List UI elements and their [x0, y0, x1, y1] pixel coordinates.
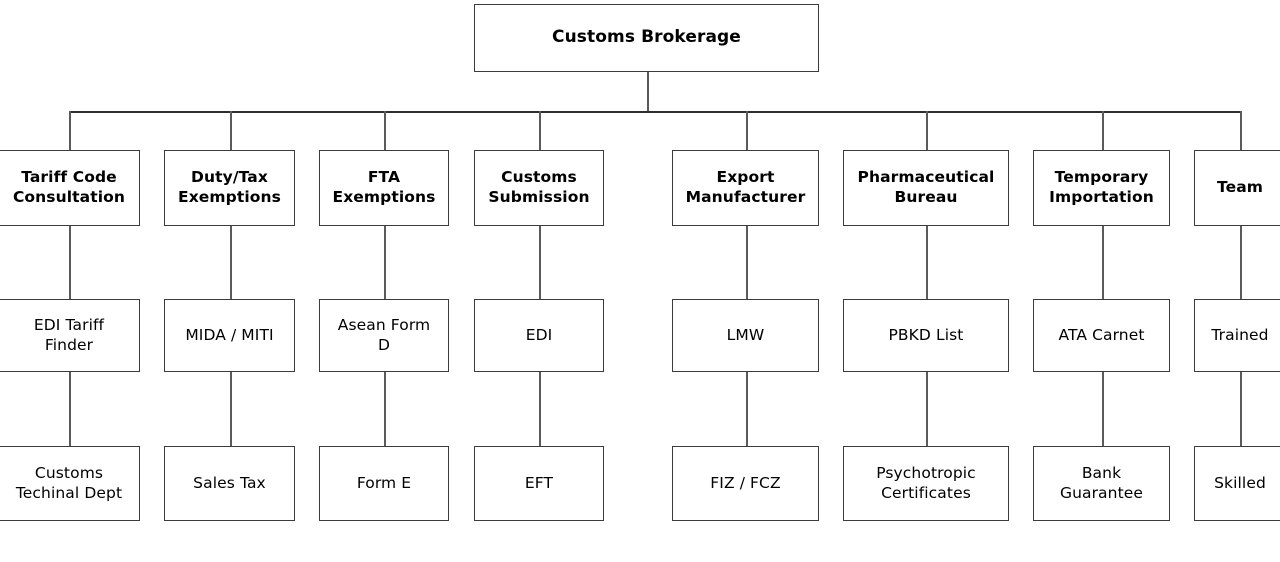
node-edi[interactable]: EDI	[474, 299, 604, 372]
node-eft-label: EFT	[524, 473, 554, 492]
node-temporary-importation-label: Temporary Importation	[1049, 168, 1154, 206]
branch-drop-connector-temporary-importation	[1102, 111, 1104, 150]
branch-drop-connector-fta-exemptions	[384, 111, 386, 150]
node-trained-label: Trained	[1211, 325, 1269, 344]
node-mida-miti[interactable]: MIDA / MITI	[164, 299, 295, 372]
node-tariff-code-consultation-label: Tariff Code Consultation	[12, 168, 126, 206]
node-tariff-code-consultation[interactable]: Tariff Code Consultation	[0, 150, 140, 226]
child-connector-ata-carnet	[1102, 226, 1104, 299]
node-bank-guarantee[interactable]: Bank Guarantee	[1033, 446, 1170, 521]
node-edi-tariff-finder[interactable]: EDI Tariff Finder	[0, 299, 140, 372]
node-customs-techinal-dept-label: Customs Techinal Dept	[15, 463, 123, 502]
root-stem-connector	[647, 72, 649, 113]
child-connector-eft	[539, 372, 541, 446]
child-connector-edi	[539, 226, 541, 299]
child-connector-mida-miti	[230, 226, 232, 299]
branch-drop-connector-team	[1240, 111, 1242, 150]
node-fta-exemptions-label: FTA Exemptions	[332, 168, 436, 206]
node-skilled-label: Skilled	[1214, 473, 1266, 492]
node-bank-guarantee-label: Bank Guarantee	[1059, 463, 1144, 502]
node-lmw-label: LMW	[726, 325, 765, 344]
branch-drop-connector-duty-tax-exemptions	[230, 111, 232, 150]
node-team[interactable]: Team	[1194, 150, 1280, 226]
root-node-customs-brokerage-label: Customs Brokerage	[552, 27, 741, 48]
node-skilled[interactable]: Skilled	[1194, 446, 1280, 521]
node-psychotropic-certificates-label: Psychotropic Certificates	[876, 463, 976, 502]
child-connector-form-e	[384, 372, 386, 446]
child-connector-asean-form-d	[384, 226, 386, 299]
child-connector-lmw	[746, 226, 748, 299]
node-ata-carnet[interactable]: ATA Carnet	[1033, 299, 1170, 372]
horizontal-bus-connector	[69, 111, 1242, 113]
node-customs-submission-label: Customs Submission	[488, 168, 590, 206]
branch-drop-connector-customs-submission	[539, 111, 541, 150]
root-node-customs-brokerage[interactable]: Customs Brokerage	[474, 4, 819, 72]
node-pbkd-list-label: PBKD List	[888, 325, 964, 344]
node-sales-tax[interactable]: Sales Tax	[164, 446, 295, 521]
branch-drop-connector-tariff-code-consultation	[69, 111, 71, 150]
child-connector-fiz-fcz	[746, 372, 748, 446]
node-mida-miti-label: MIDA / MITI	[185, 325, 274, 344]
node-duty-tax-exemptions[interactable]: Duty/Tax Exemptions	[164, 150, 295, 226]
child-connector-bank-guarantee	[1102, 372, 1104, 446]
node-psychotropic-certificates[interactable]: Psychotropic Certificates	[843, 446, 1009, 521]
child-connector-trained	[1240, 226, 1242, 299]
node-fiz-fcz[interactable]: FIZ / FCZ	[672, 446, 819, 521]
node-fta-exemptions[interactable]: FTA Exemptions	[319, 150, 449, 226]
node-eft[interactable]: EFT	[474, 446, 604, 521]
branch-drop-connector-export-manufacturer	[746, 111, 748, 150]
node-customs-techinal-dept[interactable]: Customs Techinal Dept	[0, 446, 140, 521]
node-pharmaceutical-bureau-label: Pharmaceutical Bureau	[857, 168, 995, 206]
node-export-manufacturer-label: Export Manufacturer	[685, 168, 806, 206]
node-edi-tariff-finder-label: EDI Tariff Finder	[33, 315, 105, 354]
node-fiz-fcz-label: FIZ / FCZ	[710, 473, 781, 492]
child-connector-customs-techinal-dept	[69, 372, 71, 446]
child-connector-skilled	[1240, 372, 1242, 446]
child-connector-psychotropic-certificates	[926, 372, 928, 446]
node-duty-tax-exemptions-label: Duty/Tax Exemptions	[178, 168, 281, 206]
node-export-manufacturer[interactable]: Export Manufacturer	[672, 150, 819, 226]
node-customs-submission[interactable]: Customs Submission	[474, 150, 604, 226]
node-lmw[interactable]: LMW	[672, 299, 819, 372]
node-temporary-importation[interactable]: Temporary Importation	[1033, 150, 1170, 226]
node-sales-tax-label: Sales Tax	[193, 473, 266, 492]
child-connector-edi-tariff-finder	[69, 226, 71, 299]
node-asean-form-d-label: Asean Form D	[337, 315, 431, 354]
node-form-e[interactable]: Form E	[319, 446, 449, 521]
node-trained[interactable]: Trained	[1194, 299, 1280, 372]
node-ata-carnet-label: ATA Carnet	[1058, 325, 1145, 344]
child-connector-pbkd-list	[926, 226, 928, 299]
node-edi-label: EDI	[525, 325, 553, 344]
child-connector-sales-tax	[230, 372, 232, 446]
node-form-e-label: Form E	[356, 473, 412, 492]
node-asean-form-d[interactable]: Asean Form D	[319, 299, 449, 372]
branch-drop-connector-pharmaceutical-bureau	[926, 111, 928, 150]
node-pharmaceutical-bureau[interactable]: Pharmaceutical Bureau	[843, 150, 1009, 226]
node-team-label: Team	[1216, 178, 1264, 197]
node-pbkd-list[interactable]: PBKD List	[843, 299, 1009, 372]
